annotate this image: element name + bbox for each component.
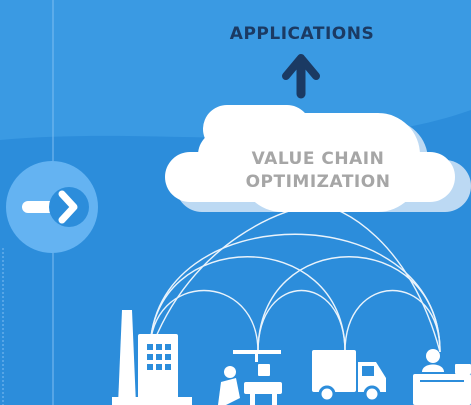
arc-factory-truck [149,256,346,353]
cloud-shape [165,105,455,212]
cloud-label-line1: VALUE CHAIN [252,149,385,169]
arc-factory-worker [149,290,259,353]
chevron-right-icon [58,190,78,224]
up-arrow-icon [282,54,320,99]
arc-retail-cloud [317,204,441,353]
arc-factory-retail [149,233,441,353]
factory-icon [112,310,192,405]
cloud-label-line2: OPTIMIZATION [246,172,391,192]
applications-title: APPLICATIONS [230,24,374,44]
background-upper-band [0,0,471,140]
delivery-truck-icon [312,350,386,403]
arc-factory-cloud [149,204,319,353]
retail-counter-icon [413,349,471,405]
connection-arcs [149,204,441,353]
next-button[interactable] [6,161,98,253]
assembly-worker-icon [218,350,282,405]
arc-truck-retail [344,290,441,353]
